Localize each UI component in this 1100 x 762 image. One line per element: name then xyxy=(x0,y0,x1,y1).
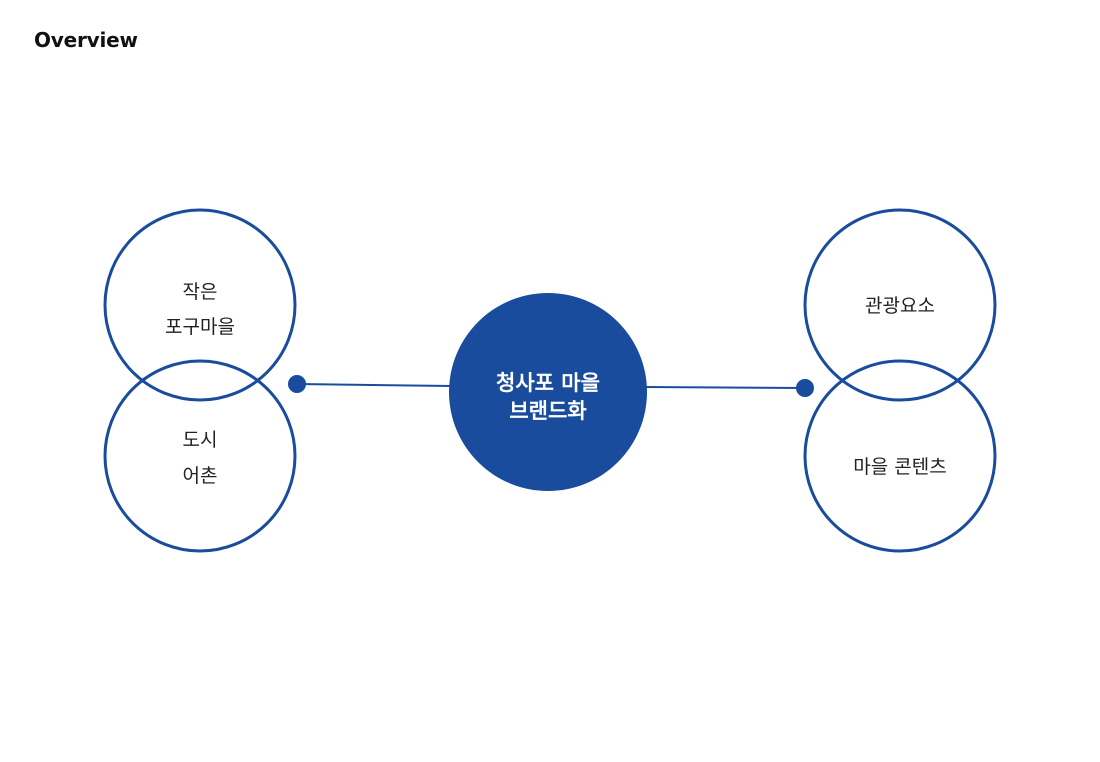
left-top-label-line2: 포구마을 xyxy=(165,316,235,338)
right-top-label: 관광요소 xyxy=(865,295,935,317)
circle-center xyxy=(449,293,647,491)
left-bottom-label-line2: 어촌 xyxy=(183,465,218,487)
center-label-line2: 브랜드화 xyxy=(509,399,587,423)
circle-right-bottom xyxy=(803,359,997,553)
connector-dot-left xyxy=(288,375,306,393)
circle-left-bottom xyxy=(103,359,297,553)
left-bottom-label-line1: 도시 xyxy=(183,429,218,451)
center-label-line1: 청사포 마을 xyxy=(496,371,600,395)
connector-right xyxy=(643,386,806,389)
page-title: Overview xyxy=(34,28,138,52)
connector-dot-right xyxy=(796,379,814,397)
left-top-label-line1: 작은 xyxy=(183,281,218,303)
circle-left-top xyxy=(103,208,297,402)
right-bottom-label: 마을 콘텐츠 xyxy=(853,456,946,478)
circle-right-top xyxy=(803,208,997,402)
connector-left xyxy=(296,383,453,387)
